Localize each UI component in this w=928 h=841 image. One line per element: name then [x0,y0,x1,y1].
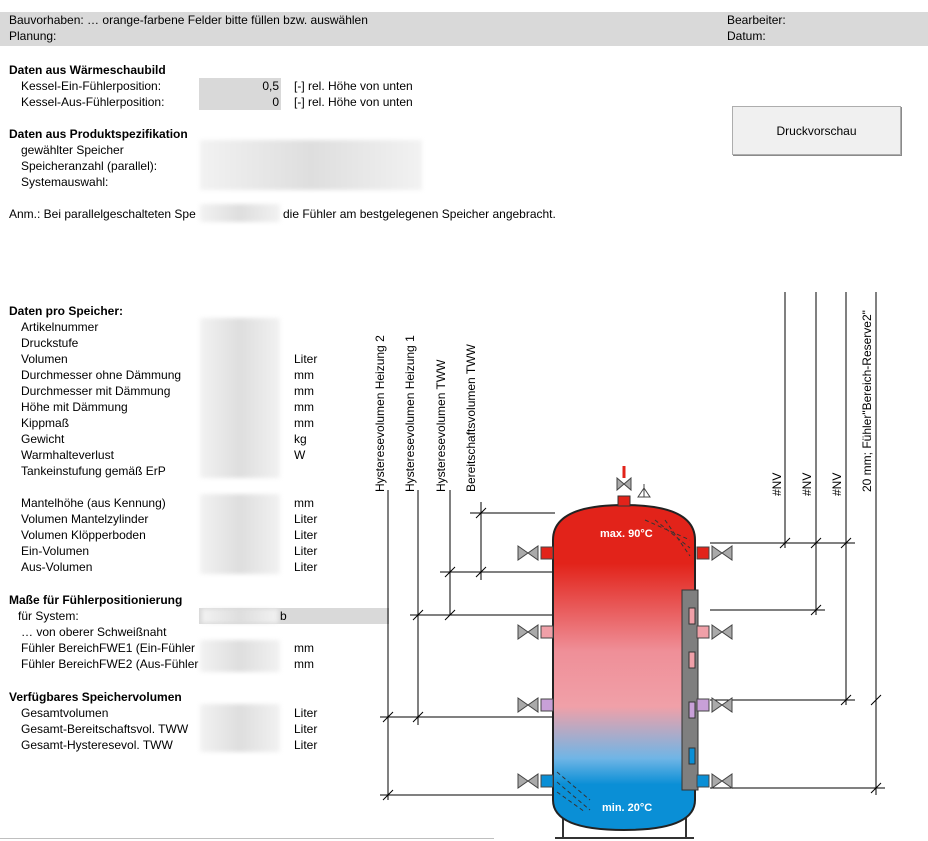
masse-row: Fühler BereichFWE2 (Aus-Fühler [21,657,199,671]
speicher2-unit: Liter [294,528,318,542]
speicher-row: Warmhalteverlust [21,448,114,462]
masse-title: Maße für Fühlerpositionierung [9,593,183,607]
vlabel-nv: #NV [830,472,844,496]
speicher-unit: mm [294,400,314,414]
verfuegbar-row: Gesamt-Hysteresevol. TWW [21,738,173,752]
speicher-unit: kg [294,432,307,446]
masse-row: … von oberer Schweißnaht [21,625,167,639]
speicher2-values-redacted [200,494,280,574]
verfuegbar-unit: Liter [294,706,318,720]
speicher-row: Druckstufe [21,336,79,350]
verfuegbar-unit: Liter [294,722,318,736]
vlabel-reserve2: 20 mm; Fühler"Bereich-Reserve2" [860,310,874,492]
masse-unit: mm [294,657,314,671]
verfuegbar-row: Gesamt-Bereitschaftsvol. TWW [21,722,189,736]
anmerkung-right: die Fühler am bestgelegenen Speicher ang… [283,207,556,221]
kessel-ein-unit: [-] rel. Höhe von unten [294,79,413,93]
masse-unit: mm [294,641,314,655]
masse-row: Fühler BereichFWE1 (Ein-Fühler [21,641,196,655]
vlabel-nv: #NV [800,472,814,496]
kessel-aus-value[interactable]: 0 [199,94,281,110]
max-temp-label: max. 90°C [600,528,653,540]
header-band [0,12,928,46]
speicher2-unit: Liter [294,560,318,574]
kessel-ein-label: Kessel-Ein-Fühlerposition: [21,79,162,93]
speicher2-row: Aus-Volumen [21,560,93,574]
masse-system-label: für System: [18,609,79,623]
min-temp-label: min. 20°C [602,802,653,814]
verfuegbar-title: Verfügbares Speichervolumen [9,690,182,704]
vlabel-bereitschaft-tww: Bereitschaftsvolumen TWW [464,344,478,492]
speicher-row: Volumen [21,352,68,366]
left-connections [517,545,554,789]
speicher2-row: Ein-Volumen [21,544,90,558]
kessel-aus-unit: [-] rel. Höhe von unten [294,95,413,109]
bottom-divider [0,838,494,839]
vlabel-hyst-heizung2: Hysteresevolumen Heizung 2 [373,335,387,492]
kessel-ein-value[interactable]: 0,5 [199,78,281,94]
anmerkung-redacted [200,204,280,222]
verfuegbar-row: Gesamtvolumen [21,706,109,720]
speicher-row: Tankeinstufung gemäß ErP [21,464,166,478]
speicher-unit: Liter [294,352,318,366]
produkt-title: Daten aus Produktspezifikation [9,127,188,141]
vlabel-hyst-tww: Hysteresevolumen TWW [434,359,448,492]
bearbeiter-label: Bearbeiter: [727,13,786,27]
speicher2-unit: Liter [294,512,318,526]
dimension-lines [380,292,885,801]
speicher2-unit: Liter [294,544,318,558]
produkt-values-redacted[interactable] [200,140,422,190]
bauvorhaben-label: Bauvorhaben: … orange-farbene Felder bit… [9,13,368,27]
vlabel-nv: #NV [770,472,784,496]
speicher-row: Artikelnummer [21,320,99,334]
kessel-aus-label: Kessel-Aus-Fühlerposition: [21,95,165,109]
planung-label: Planung: [9,29,57,43]
speicher-row: Höhe mit Dämmung [21,400,128,414]
speicher-unit: mm [294,368,314,382]
top-connection [617,495,631,507]
verfuegbar-values-redacted [200,704,280,752]
speicher2-row: Volumen Mantelzylinder [21,512,149,526]
anmerkung-left: Anm.: Bei parallelgeschalteten Spe [9,207,196,221]
produkt-anzahl-label: Speicheranzahl (parallel): [21,159,158,173]
masse-system-redacted [202,609,278,623]
speicher-unit: mm [294,384,314,398]
produkt-speicher-label: gewählter Speicher [21,143,124,157]
tank-body [552,503,696,832]
speicher-unit: mm [294,416,314,430]
top-valve-icon [616,476,632,492]
speicher-row: Durchmesser mit Dämmung [21,384,171,398]
speicher-title: Daten pro Speicher: [9,304,124,318]
speicher-row: Kippmaß [21,416,70,430]
masse-values-redacted [200,640,280,672]
produkt-system-label: Systemauswahl: [21,175,109,189]
speicher-row: Gewicht [21,432,65,446]
right-connections [696,545,733,789]
speicher2-row: Mantelhöhe (aus Kennung) [21,496,166,510]
waermeschaubild-title: Daten aus Wärmeschaubild [9,63,166,77]
speicher-values-redacted [200,318,280,478]
masse-system-suffix: b [280,609,287,623]
datum-label: Datum: [727,29,766,43]
speicher2-row: Volumen Klöpperboden [21,528,146,542]
sensor-panel [681,589,699,791]
verfuegbar-unit: Liter [294,738,318,752]
vlabel-hyst-heizung1: Hysteresevolumen Heizung 1 [403,335,417,492]
speicher-unit: W [294,448,306,462]
druckvorschau-button[interactable]: Druckvorschau [732,106,901,155]
speicher2-unit: mm [294,496,314,510]
speicher-row: Durchmesser ohne Dämmung [21,368,182,382]
